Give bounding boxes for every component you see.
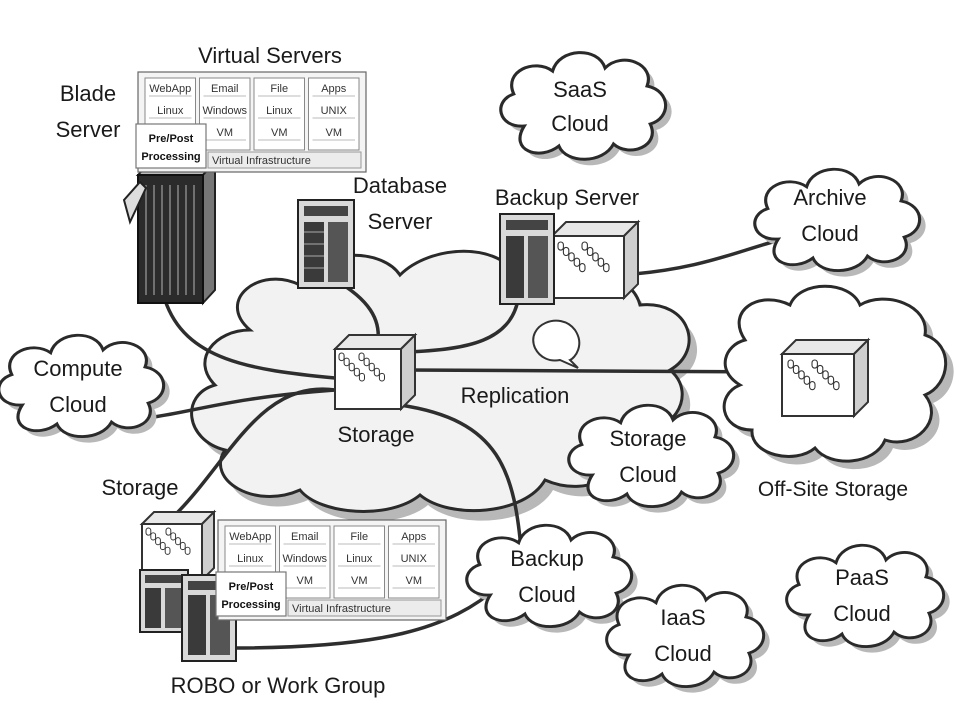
saas-cloud: SaaS Cloud bbox=[499, 50, 672, 166]
vs-cell-os: Windows bbox=[202, 105, 247, 117]
prepost-box bbox=[215, 571, 287, 617]
paas-cloud-line1: PaaS bbox=[835, 565, 889, 590]
vs-cell-app: Apps bbox=[401, 531, 427, 543]
database-server-icon bbox=[297, 199, 355, 289]
vs-cell-app: Apps bbox=[321, 83, 347, 95]
compute-cloud: Compute Cloud bbox=[0, 333, 170, 443]
replication-label: Replication bbox=[461, 383, 570, 408]
backup-server-icon bbox=[499, 213, 555, 305]
vs-cell-vm: VM bbox=[326, 127, 343, 139]
archive-cloud: Archive Cloud bbox=[753, 167, 926, 277]
offsite-storage-icon bbox=[779, 337, 871, 419]
vs-cell-vm: VM bbox=[351, 575, 368, 587]
vs-column bbox=[253, 77, 305, 151]
robo-server-1-icon bbox=[139, 569, 189, 633]
vs-infra-label: Virtual Infrastructure bbox=[212, 155, 311, 167]
vs-cell-app: File bbox=[270, 83, 288, 95]
storage-cloud-line2: Cloud bbox=[619, 462, 676, 487]
vs-column bbox=[308, 77, 360, 151]
paas-cloud: PaaS Cloud bbox=[785, 543, 950, 653]
link-blade-storage bbox=[163, 298, 337, 380]
iaas-cloud: IaaS Cloud bbox=[605, 583, 770, 693]
prepost-line2: Processing bbox=[141, 151, 200, 163]
vs-column bbox=[388, 525, 440, 599]
archive-cloud-line1: Archive bbox=[793, 185, 866, 210]
link-backup-storage bbox=[403, 298, 520, 354]
saas-cloud-line1: SaaS bbox=[553, 77, 607, 102]
iaas-cloud-line1: IaaS bbox=[660, 605, 705, 630]
link-storage-backupcloud bbox=[398, 403, 524, 562]
speech-bubble-icon bbox=[532, 319, 581, 369]
vs-cell-os: Windows bbox=[282, 553, 327, 565]
vs-cell-vm: VM bbox=[271, 127, 288, 139]
central-storage-icon bbox=[332, 332, 418, 412]
backup-storage-icon bbox=[549, 219, 641, 301]
saas-cloud-line2: Cloud bbox=[551, 111, 608, 136]
vs-infra-label: Virtual Infrastructure bbox=[292, 603, 391, 615]
vs-column bbox=[199, 77, 251, 151]
vs-column bbox=[279, 525, 331, 599]
archive-cloud-line2: Cloud bbox=[801, 221, 858, 246]
robo-label: ROBO or Work Group bbox=[171, 673, 386, 698]
prepost-line1: Pre/Post bbox=[149, 133, 194, 145]
backup-cloud: Backup Cloud bbox=[465, 523, 638, 633]
storage-center-label: Storage bbox=[337, 422, 414, 447]
paas-cloud-line2: Cloud bbox=[833, 601, 890, 626]
vs-cell-app: WebApp bbox=[229, 531, 271, 543]
vs-cell-os: UNIX bbox=[321, 105, 348, 117]
prepost-line1: Pre/Post bbox=[229, 581, 274, 593]
prepost-line2: Processing bbox=[221, 599, 280, 611]
vs-cell-app: File bbox=[350, 531, 368, 543]
backup-cloud-line1: Backup bbox=[510, 546, 583, 571]
backup-cloud-line2: Cloud bbox=[518, 582, 575, 607]
vs-cell-os: Linux bbox=[266, 105, 293, 117]
prepost-box bbox=[135, 123, 207, 169]
blade-server-label-line1: Blade bbox=[60, 81, 116, 106]
backup-server-label: Backup Server bbox=[495, 185, 639, 210]
vs-cell-app: Email bbox=[211, 83, 239, 95]
virtual-servers-label: Virtual Servers bbox=[198, 43, 342, 68]
vs-cell-app: Email bbox=[291, 531, 319, 543]
storage-cloud: Storage Cloud bbox=[567, 403, 740, 513]
vs-cell-vm: VM bbox=[406, 575, 423, 587]
vs-cell-vm: VM bbox=[217, 127, 234, 139]
compute-cloud-line2: Cloud bbox=[49, 392, 106, 417]
blade-server-icon bbox=[122, 159, 218, 306]
blade-server-label-line2: Server bbox=[56, 117, 121, 142]
vs-cell-os: Linux bbox=[157, 105, 184, 117]
iaas-cloud-line2: Cloud bbox=[654, 641, 711, 666]
database-server-label-line2: Server bbox=[368, 209, 433, 234]
database-server-label-line1: Database bbox=[353, 173, 447, 198]
link-backupserver-archive bbox=[618, 238, 782, 277]
link-storage-robo bbox=[173, 387, 337, 517]
vs-cell-vm: VM bbox=[297, 575, 314, 587]
vs-column bbox=[333, 525, 385, 599]
offsite-storage-label: Off-Site Storage bbox=[758, 478, 908, 501]
vs-cell-os: Linux bbox=[237, 553, 264, 565]
storage-left-label: Storage bbox=[101, 475, 178, 500]
compute-cloud-line1: Compute bbox=[33, 356, 122, 381]
vs-cell-os: Linux bbox=[346, 553, 373, 565]
storage-cloud-line1: Storage bbox=[609, 426, 686, 451]
vs-cell-app: WebApp bbox=[149, 83, 191, 95]
vs-cell-os: UNIX bbox=[401, 553, 428, 565]
link-robo-backupcloud bbox=[230, 583, 502, 650]
